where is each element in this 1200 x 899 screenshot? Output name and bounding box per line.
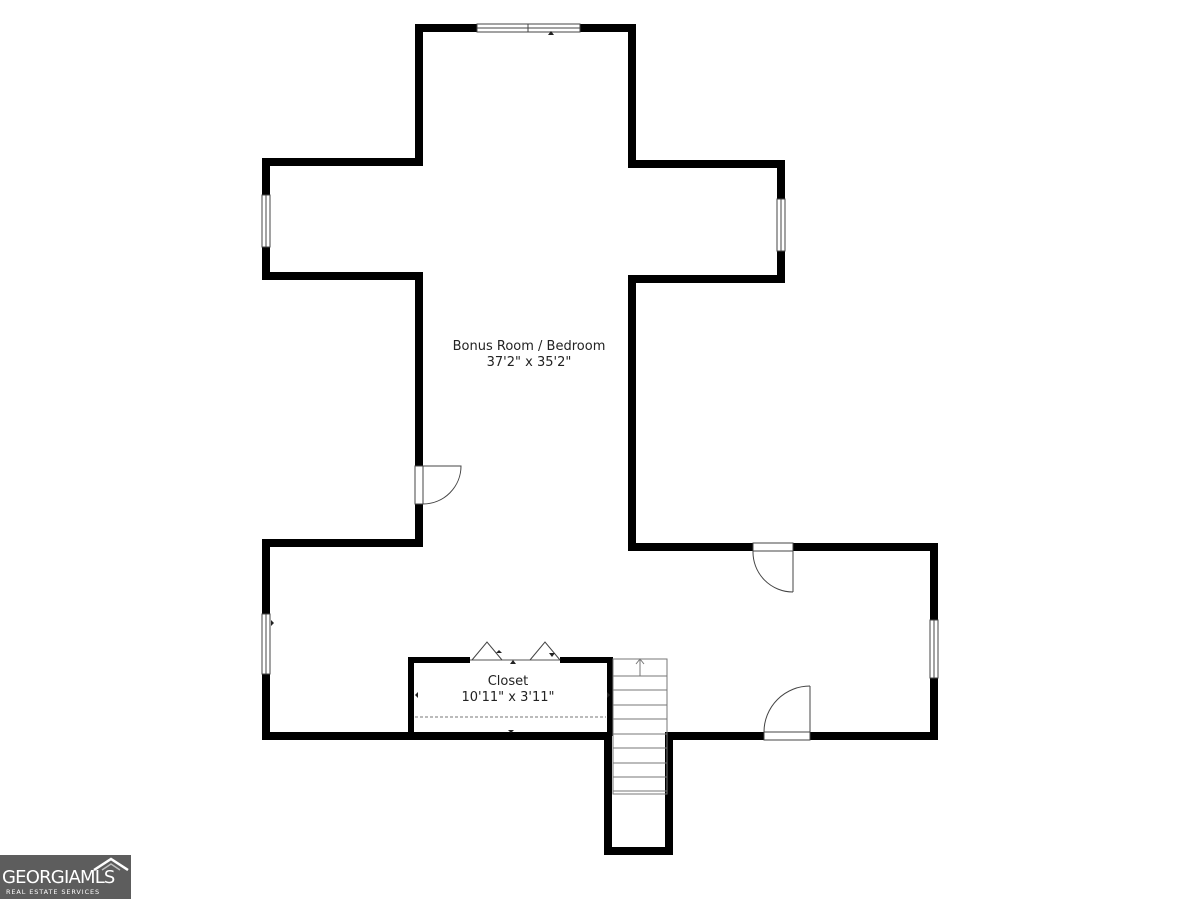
exterior-walls [262,24,938,855]
room-name: Closet [487,674,529,689]
window-top [476,23,581,35]
window-left-lower [261,613,274,675]
room-dimensions: 37'2" x 35'2" [486,355,572,370]
door-bottom-right [763,685,811,741]
closet-walls [408,657,613,736]
room-label-bonus-room: Bonus Room / Bedroom 37'2" x 35'2" [429,339,629,371]
window-right-lower [929,619,939,679]
door-right-upper [752,542,794,593]
closet-markers [415,692,610,733]
window-left-upper [261,194,271,248]
room-label-closet: Closet 10'11" x 3'11" [430,674,586,706]
logo-tagline: REAL ESTATE SERVICES [6,888,101,896]
window-right-upper [776,198,786,252]
closet-bifold-doors [471,641,561,664]
room-name: Bonus Room / Bedroom [452,339,606,354]
georgia-mls-logo: GEORGIAMLS REAL ESTATE SERVICES [0,855,131,899]
logo-brand-text: GEORGIAMLS [2,867,115,888]
house-roof-icon [93,857,129,871]
room-dimensions: 10'11" x 3'11" [461,690,555,705]
stairs [612,658,668,795]
door-left [414,465,462,505]
